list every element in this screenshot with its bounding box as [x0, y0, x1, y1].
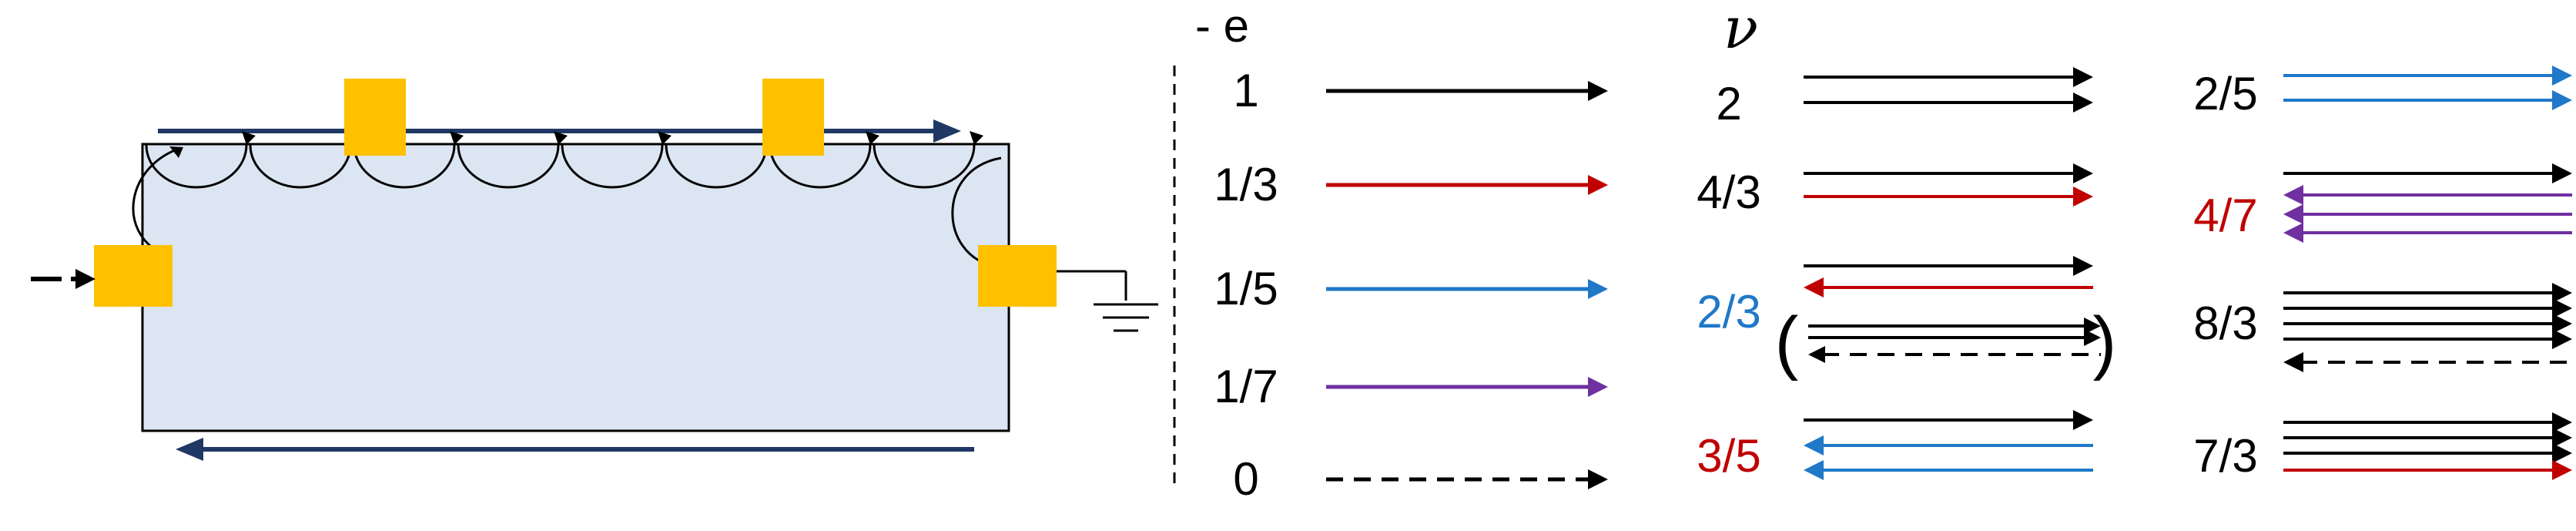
filling-group: 2	[1716, 67, 2093, 129]
filling-group: 4/3	[1697, 163, 2093, 218]
filling-label: 3/5	[1697, 430, 1760, 482]
filling-header: ν	[1723, 0, 1758, 62]
edge-channel-arrow	[2283, 329, 2572, 349]
charge-arrow	[1326, 81, 1608, 101]
edge-channel-arrow	[2283, 352, 2572, 372]
charge-legend: - e 1 1/3 1/5 1/7 0	[1173, 0, 1608, 505]
legend-row: 1/3	[1214, 159, 1608, 210]
charge-header: - e	[1195, 0, 1249, 52]
filling-label: 7/3	[2193, 430, 2257, 482]
edge-channel-arrow	[2283, 412, 2572, 432]
charge-label: 0	[1233, 453, 1258, 505]
edge-channel-arrow	[1804, 67, 2093, 87]
edge-channel-arrow	[2283, 223, 2572, 243]
top-contact-1	[344, 79, 406, 156]
filling-label: 8/3	[2193, 297, 2257, 349]
edge-channel-arrow	[1804, 410, 2093, 430]
edge-channel-arrow	[2283, 90, 2572, 110]
edge-channel-arrow	[2283, 460, 2572, 480]
filling-label: 2	[1716, 78, 1741, 129]
charge-label: 1	[1233, 65, 1258, 116]
top-contact-2	[762, 79, 824, 156]
edge-channel-arrow	[2283, 283, 2572, 303]
edge-channel-arrow	[2283, 66, 2572, 86]
charge-arrow	[1326, 279, 1608, 299]
charge-arrow	[1326, 377, 1608, 397]
edge-channel-arrow	[2283, 428, 2572, 448]
edge-channel-arrow	[1804, 187, 2093, 207]
edge-channel-arrow	[1804, 277, 2093, 297]
legend-row: 1/5	[1214, 263, 1608, 314]
filling-group: 8/3	[2193, 283, 2572, 372]
edge-channel-arrow	[1804, 256, 2093, 276]
legend-row: 1	[1233, 65, 1608, 116]
filling-group: 7/3	[2193, 412, 2572, 482]
paren-close: )	[2093, 303, 2117, 381]
injection-arrow	[31, 269, 95, 289]
edge-channel-arrow	[1808, 329, 2101, 346]
edge-channel-arrow	[2283, 185, 2572, 205]
edge-channel-arrow	[1804, 460, 2093, 480]
injector-contact	[94, 245, 173, 307]
filling-group: 2/5	[2193, 66, 2572, 119]
edge-channel-arrow	[1804, 92, 2093, 113]
ground-icon	[1057, 270, 1158, 332]
charge-label: 1/3	[1214, 159, 1278, 210]
edge-channel-arrow	[2283, 443, 2572, 463]
charge-arrow	[1326, 175, 1608, 195]
collector-contact	[978, 245, 1057, 307]
filling-label: 2/5	[2193, 68, 2257, 119]
paren-open: (	[1775, 303, 1799, 381]
charge-label: 1/5	[1214, 263, 1278, 314]
skipping-orbits	[132, 144, 1002, 267]
charge-arrow	[1326, 469, 1608, 489]
edge-channel-arrow	[1808, 318, 2101, 334]
filling-group: 3/5	[1697, 410, 2093, 482]
edge-channel-arrow	[2283, 204, 2572, 224]
sample-schematic	[31, 79, 1158, 461]
filling-label: 4/3	[1697, 166, 1760, 218]
edge-channel-arrow	[1804, 435, 2093, 455]
legend-row: 0	[1233, 453, 1608, 505]
charge-label: 1/7	[1214, 361, 1278, 412]
filling-group: 4/7	[2193, 163, 2572, 243]
legend-row: 1/7	[1214, 361, 1608, 412]
edge-channel-arrow	[2283, 314, 2572, 334]
edge-channel-arrow	[1804, 163, 2093, 183]
filling-label: 4/7	[2193, 190, 2257, 241]
hall-bar-sample	[141, 143, 1010, 432]
filling-groups: 2 4/3 2/3 () 3/5 2/5 4/7 8/3 7/3	[1697, 66, 2572, 482]
edge-channel-arrow	[2283, 163, 2572, 183]
edge-channel-arrow	[2283, 298, 2572, 318]
alternative-edge-structure: ()	[1775, 303, 2117, 381]
edge-channel-arrow	[1808, 346, 2101, 363]
filling-label: 2/3	[1697, 286, 1760, 338]
bottom-edge-arrow	[176, 438, 974, 461]
filling-group: 2/3 ()	[1697, 256, 2116, 381]
legend-rows: 1 1/3 1/5 1/7 0	[1214, 65, 1608, 505]
